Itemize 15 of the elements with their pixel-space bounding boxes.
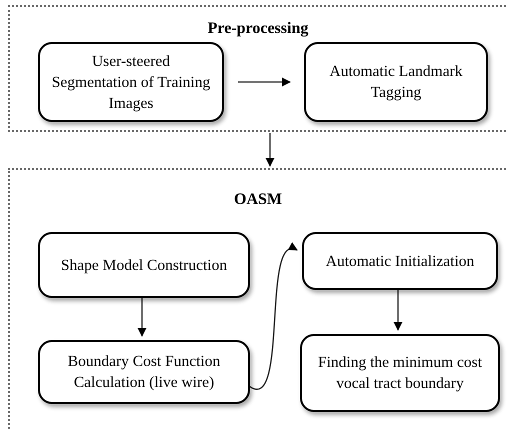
arrow [394,289,402,331]
process-box: Automatic Initialization [302,232,498,290]
arrow [266,133,274,167]
process-box: Finding the minimum cost vocal tract boundary [300,334,500,412]
process-box: Shape Model Construction [38,232,250,298]
arrow [138,297,146,337]
group-title: OASM [233,192,283,208]
process-box: Automatic Landmark Tagging [304,42,488,122]
arrow [238,78,291,86]
process-box: Boundary Cost Function Calculation (live wire) [38,340,250,404]
process-box: User-steered Segmentation of Training Images [38,42,224,122]
dotted-group-frame [8,168,506,429]
arrow [248,244,298,390]
group-title: Pre-processing [206,21,310,37]
dotted-group-frame [8,5,506,132]
